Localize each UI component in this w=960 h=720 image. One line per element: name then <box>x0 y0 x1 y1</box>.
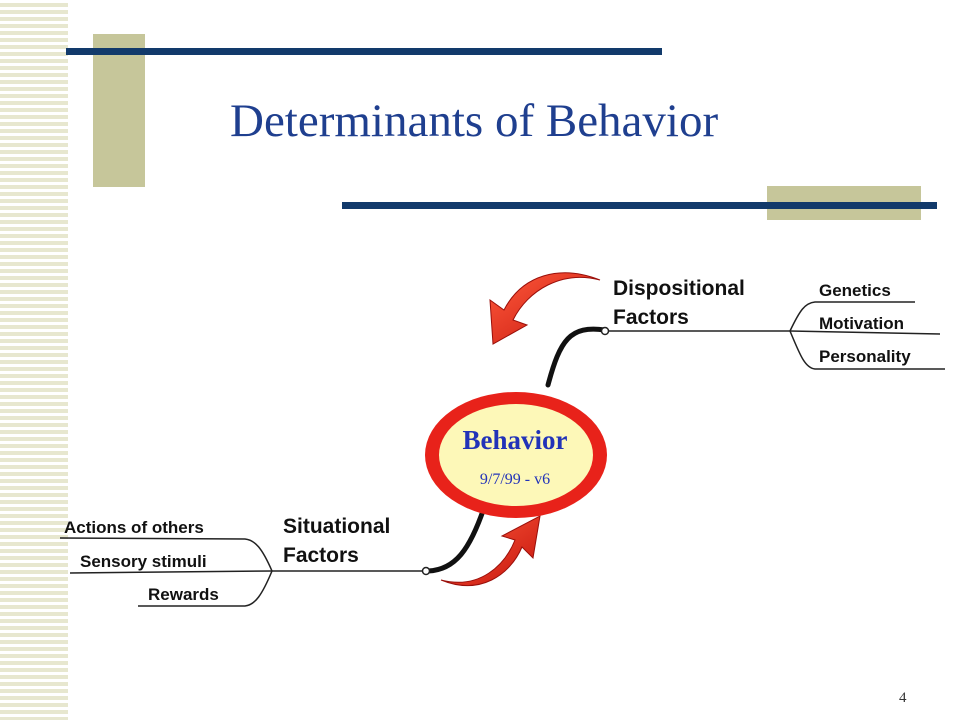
arrow-from-behavior-icon <box>489 272 601 345</box>
connector-situational <box>425 502 488 574</box>
situational-node <box>421 566 431 576</box>
dispositional-label-line1: Dispositional <box>613 277 745 300</box>
behavior-title: Behavior <box>463 425 568 455</box>
page-number: 4 <box>899 690 907 706</box>
situational-item: Sensory stimuli <box>80 552 207 571</box>
situational-item: Rewards <box>148 585 219 604</box>
dispositional-item: Genetics <box>819 281 891 300</box>
decorative-block-top <box>93 34 145 187</box>
dispositional-item: Motivation <box>819 314 904 333</box>
arrow-to-behavior-icon <box>440 515 541 586</box>
dispositional-label-line2: Factors <box>613 306 689 329</box>
decorative-bar-bottom <box>342 202 937 209</box>
dispositional-item: Personality <box>819 347 911 366</box>
situational-label-line2: Factors <box>283 544 359 567</box>
behavior-subtitle: 9/7/99 - v6 <box>480 471 550 488</box>
slide-title: Determinants of Behavior <box>230 95 719 147</box>
dispositional-branches <box>605 301 945 370</box>
situational-branches <box>59 537 426 607</box>
decorative-bar-top <box>66 48 662 55</box>
decorative-stripe-panel <box>0 0 68 720</box>
behavior-ellipse-inner <box>439 404 593 506</box>
situational-item: Actions of others <box>64 518 204 537</box>
connector-dispositional <box>545 326 608 388</box>
dispositional-node <box>600 326 610 336</box>
situational-label-line1: Situational <box>283 515 390 538</box>
